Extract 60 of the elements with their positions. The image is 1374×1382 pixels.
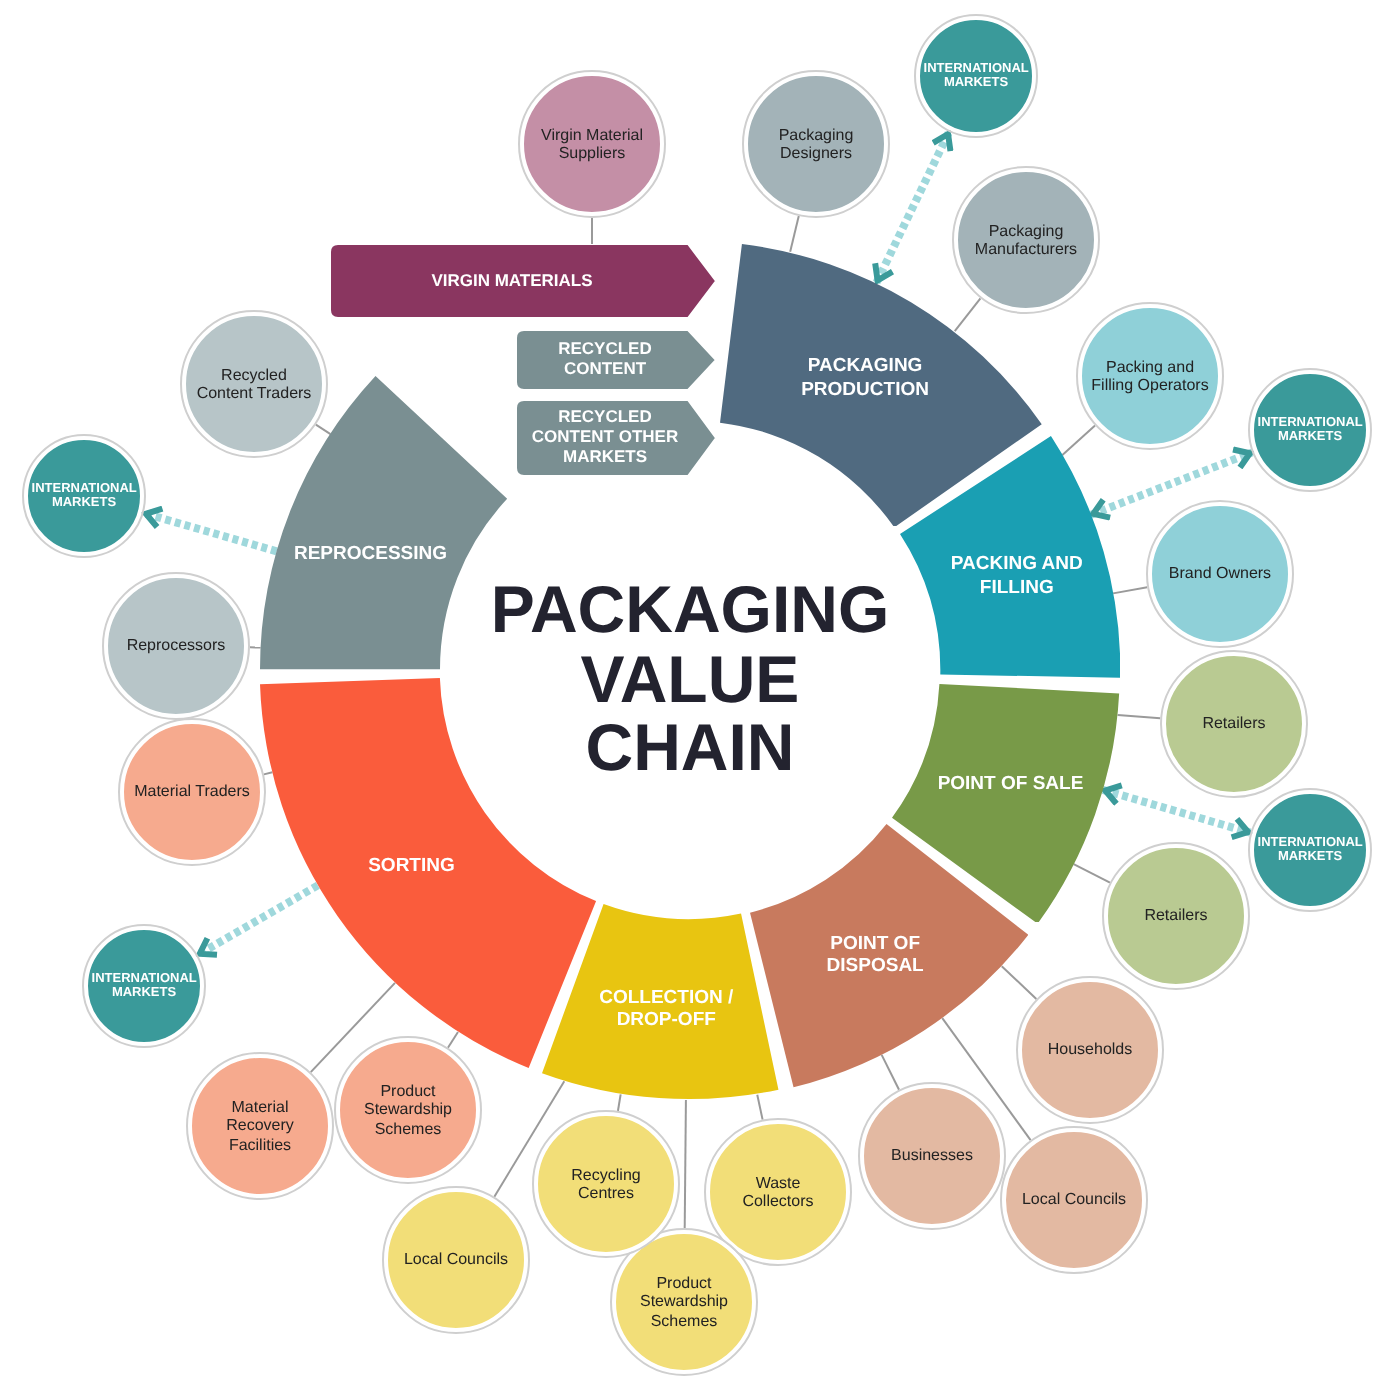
connector-line [446, 1031, 459, 1049]
circle-label: Local Councils [1021, 1190, 1127, 1210]
segment-label: POINT OF SALE [935, 772, 1086, 795]
connector-line [493, 1080, 566, 1198]
circle-label: Recycled Content Traders [194, 365, 314, 403]
circle-label: Virgin Material Suppliers [539, 125, 645, 163]
circle-label: Waste Collectors [740, 1173, 816, 1211]
connector-line [309, 981, 396, 1074]
arrow-band [330, 244, 716, 318]
circle-label: Recycling Centres [569, 1165, 643, 1203]
connector-line [1000, 965, 1038, 1001]
dashed-connector [1089, 446, 1254, 521]
circle-label: Retailers [1144, 906, 1208, 926]
circle-label: Product Stewardship Schemes [361, 1082, 455, 1138]
segment-label: REPROCESSING [291, 542, 450, 566]
dashed-connector [195, 881, 320, 959]
circle-label: Product Stewardship Schemes [637, 1274, 731, 1330]
circle-label: Material Recovery Facilities [224, 1098, 296, 1154]
segment-label: SORTING [366, 853, 457, 877]
band-label: VIRGIN MATERIALS [431, 271, 593, 291]
connector-line [756, 1093, 764, 1121]
connector-line [616, 1093, 622, 1112]
diagram-title: PACKAGING VALUE CHAIN [490, 576, 890, 784]
dashed-connector [142, 505, 278, 556]
connector-line [591, 217, 593, 245]
connector-line [1072, 863, 1111, 884]
arrow-band [516, 330, 716, 390]
circle-label: Households [1047, 1040, 1133, 1060]
connector-line [789, 214, 800, 253]
circle-label: Local Councils [403, 1250, 509, 1270]
ring-segment [750, 823, 1029, 1088]
dashed-connector [872, 130, 954, 285]
segment-label: PACKING AND FILLING [948, 553, 1085, 600]
segment-label: POINT OF DISPOSAL [824, 932, 926, 978]
segment-label: COLLECTION / DROP-OFF [597, 986, 736, 1032]
connector-line [941, 1017, 1032, 1142]
connector-line [1112, 586, 1149, 595]
circle-label: Packaging Designers [776, 125, 856, 163]
connector-line [262, 771, 274, 776]
circle-label: Packing and Filling Operators [1090, 357, 1210, 395]
dashed-connector [1101, 782, 1252, 841]
circle-label: Retailers [1202, 714, 1266, 734]
connector-line [683, 1099, 687, 1229]
connector-line [1061, 424, 1097, 456]
circle-label: Reprocessors [126, 636, 226, 656]
arrow-band [516, 400, 716, 476]
ring-segment [542, 904, 780, 1100]
band-label: RECYCLED CONTENT [556, 340, 654, 380]
connector-line [314, 423, 332, 436]
segment-label: PACKAGING PRODUCTION [799, 355, 931, 402]
ring-segment [892, 683, 1120, 923]
connector-line [1116, 713, 1162, 720]
connector-line [249, 646, 262, 649]
band-label: RECYCLED CONTENT OTHER MARKETS [529, 408, 681, 468]
circle-label: Material Traders [134, 782, 250, 802]
ring-segment [899, 435, 1120, 678]
circle-label: Brand Owners [1168, 564, 1272, 584]
circle-label: Businesses [891, 1146, 973, 1166]
circle-label: Packaging Manufacturers [972, 221, 1080, 259]
connector-line [953, 297, 982, 333]
